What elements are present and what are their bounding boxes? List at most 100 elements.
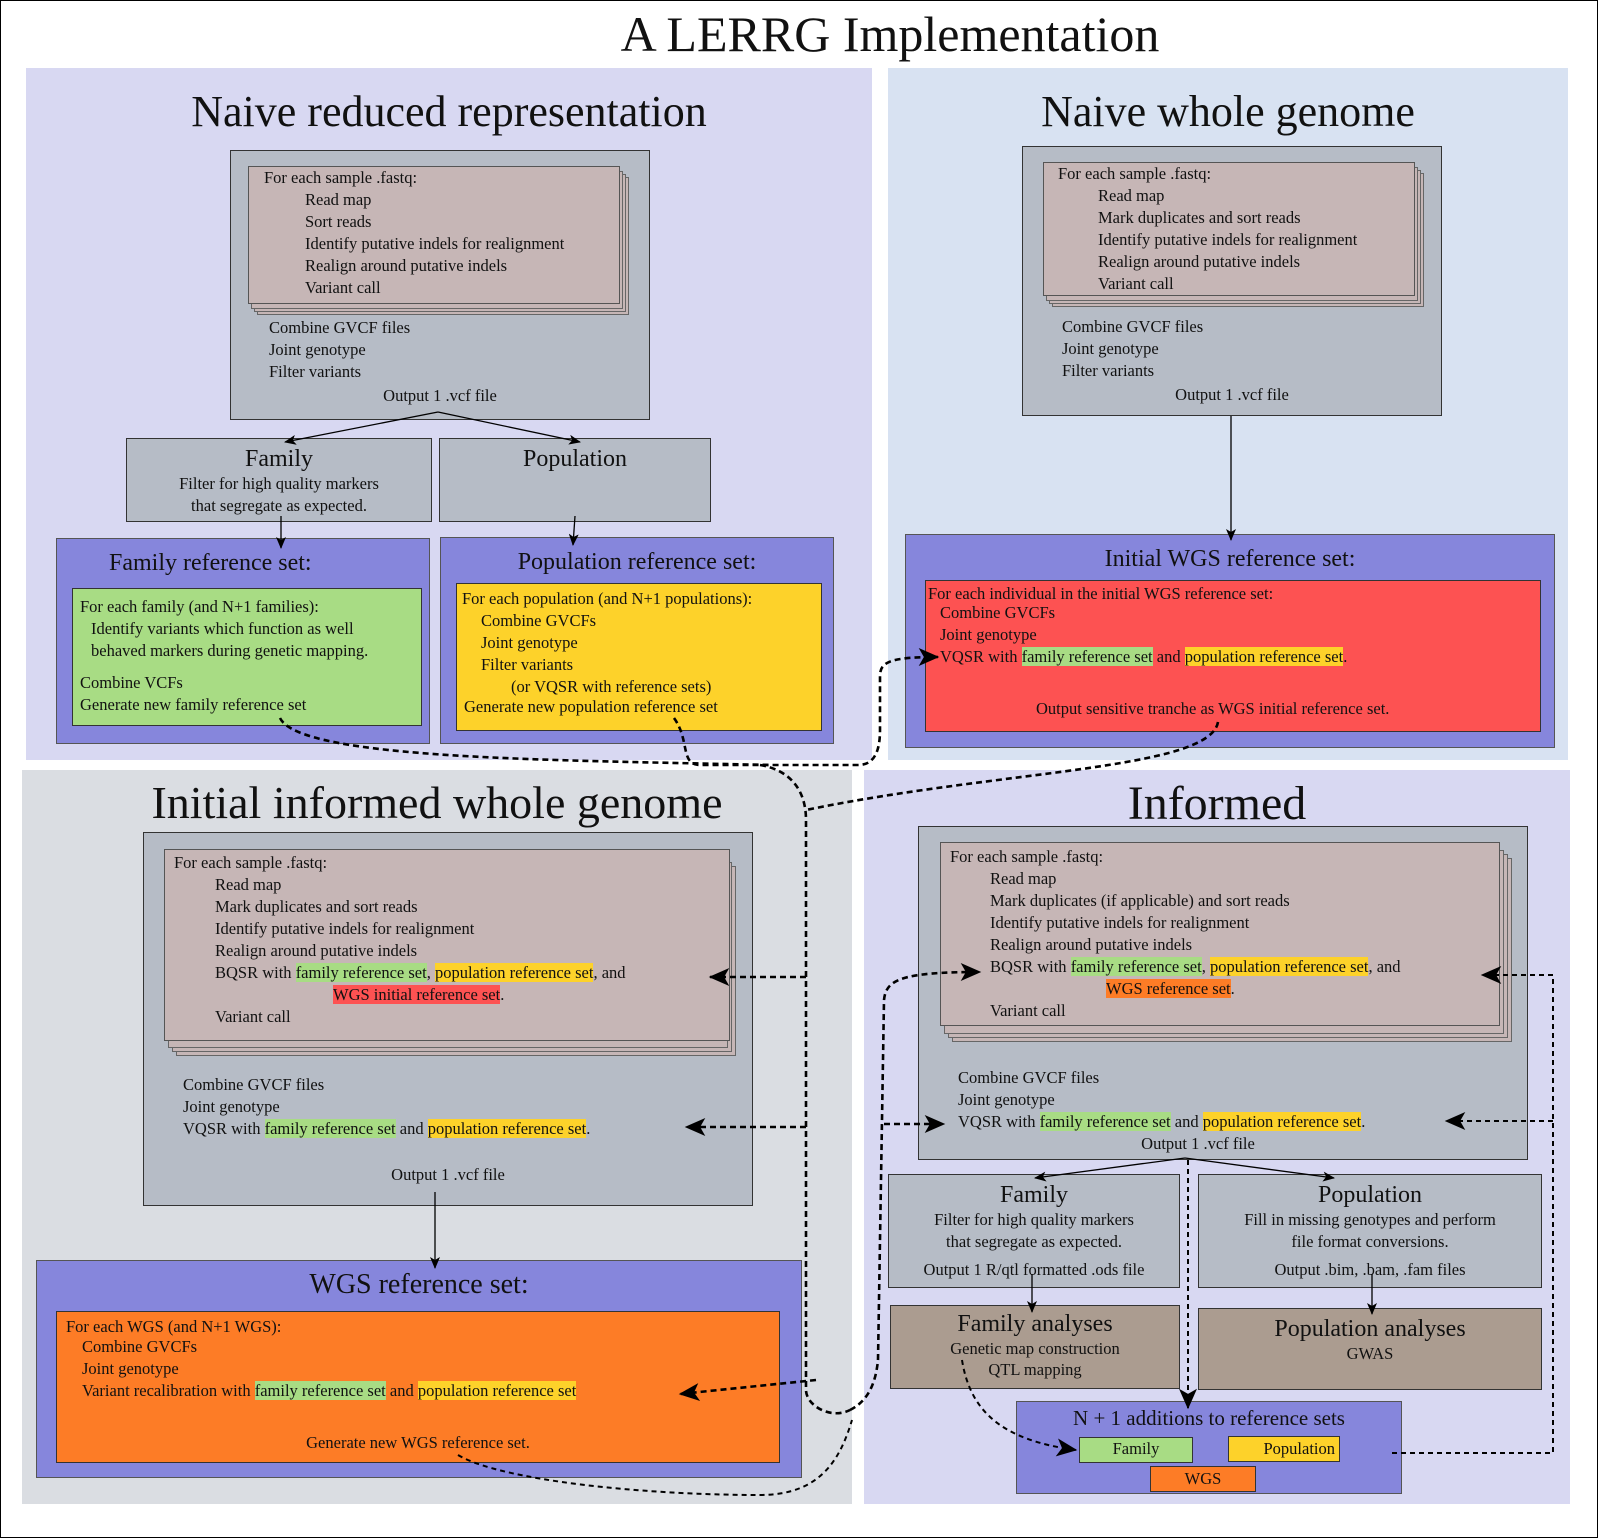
step: Mark duplicates and sort reads	[1098, 208, 1301, 227]
population-ref-highlight: population reference set	[417, 1381, 577, 1400]
text: VQSR with	[183, 1119, 265, 1138]
step: Read map	[1098, 186, 1165, 205]
step: Variant call	[305, 278, 381, 297]
informed-population-box: Population Fill in missing genotypes and…	[1198, 1174, 1542, 1288]
line: Joint genotype	[940, 625, 1037, 644]
text: and	[1170, 1112, 1203, 1131]
family-analyses-box: Family analyses Genetic map construction…	[890, 1305, 1180, 1389]
line: Filter variants	[481, 655, 574, 674]
step: Identify putative indels for realignment	[215, 919, 475, 938]
n-plus-one-wgs: WGS	[1150, 1466, 1256, 1492]
figure-title: A LERRG Implementation	[620, 6, 1160, 62]
line: Joint genotype	[82, 1359, 179, 1378]
desc-line: that segregate as expected.	[191, 496, 367, 515]
step: Mark duplicates (if applicable) and sort…	[990, 891, 1290, 910]
stack-header: For each sample .fastq:	[950, 847, 1104, 866]
refset-header: For each WGS (and N+1 WGS):	[66, 1317, 282, 1336]
bqsr-line: BQSR with family reference set, populati…	[215, 962, 626, 984]
line: Combine GVCFs	[481, 611, 597, 630]
step: Variant call	[215, 1007, 291, 1026]
analyses-title: Family analyses	[957, 1311, 1113, 1337]
line: Combine GVCFs	[82, 1337, 198, 1356]
family-box-desc: Filter for high quality markers that seg…	[889, 1209, 1179, 1281]
step: Joint genotype	[1062, 339, 1159, 358]
n-plus-one-family: Family	[1079, 1437, 1193, 1463]
desc-line: Fill in missing genotypes and perform	[1244, 1210, 1496, 1229]
refset-title: WGS reference set:	[309, 1269, 529, 1300]
step: Mark duplicates and sort reads	[215, 897, 418, 916]
family-ref-highlight: family reference set	[295, 963, 427, 982]
population-box-desc: Fill in missing genotypes and perform fi…	[1199, 1209, 1541, 1281]
refset-lines: Combine GVCFs Joint genotype Filter vari…	[481, 610, 711, 698]
recal-line: Variant recalibration with family refere…	[82, 1380, 577, 1402]
refset-title: Population reference set:	[517, 549, 757, 575]
bqsr-line-2: WGS reference set.	[990, 978, 1401, 1000]
post-steps: Combine GVCF files Joint genotype VQSR w…	[183, 1074, 590, 1140]
step: Joint genotype	[269, 340, 366, 359]
step: Realign around putative indels	[1098, 252, 1301, 271]
step: Joint genotype	[958, 1090, 1055, 1109]
refset-footer: Generate new population reference set	[464, 697, 718, 716]
refset-footer: Output sensitive tranche as WGS initial …	[1036, 699, 1390, 718]
text: and	[1152, 647, 1185, 666]
population-box-title: Population	[522, 446, 627, 472]
line: Combine VCFs	[80, 673, 183, 692]
refset-lines: Combine GVCFs Joint genotype Variant rec…	[82, 1336, 577, 1402]
bqsr-line-2: WGS initial reference set.	[215, 984, 626, 1006]
desc-line: file format conversions.	[1291, 1232, 1449, 1251]
refset-title: Family reference set:	[109, 550, 312, 576]
step: Variant call	[990, 1001, 1066, 1020]
n-plus-one-title: N + 1 additions to reference sets	[1073, 1406, 1345, 1430]
sample-stack	[164, 849, 730, 1041]
step: Realign around putative indels	[215, 941, 418, 960]
family-box-title: Family	[999, 1182, 1068, 1208]
text: .	[1230, 979, 1235, 998]
step: Realign around putative indels	[305, 256, 508, 275]
text: .	[1361, 1112, 1366, 1131]
text: ,	[426, 963, 435, 982]
text: BQSR with	[215, 963, 296, 982]
stack-steps: Read map Mark duplicates and sort reads …	[215, 874, 626, 1028]
line: behaved markers during genetic mapping.	[91, 641, 369, 660]
text: and	[395, 1119, 428, 1138]
family-ref-highlight: family reference set	[254, 1381, 386, 1400]
bqsr-line: BQSR with family reference set, populati…	[990, 956, 1401, 978]
family-box-desc: Filter for high quality markers that seg…	[127, 473, 431, 517]
family-refset-body	[72, 588, 422, 726]
sample-stack	[1043, 162, 1415, 296]
step: Combine GVCF files	[1062, 317, 1204, 336]
family-ref-highlight: family reference set	[1070, 957, 1202, 976]
population-analyses-box: Population analyses GWAS	[1198, 1308, 1542, 1390]
naive-rr-population-box: Population	[439, 438, 711, 522]
population-ref-highlight: population reference set	[427, 1119, 587, 1138]
vqsr-line: VQSR with family reference set and popul…	[183, 1118, 590, 1140]
text: Variant recalibration with	[82, 1381, 255, 1400]
panel-title: Naive whole genome	[1041, 87, 1415, 136]
stack-steps: Read map Mark duplicates and sort reads …	[1098, 185, 1357, 295]
step: Joint genotype	[183, 1097, 280, 1116]
step: Read map	[305, 190, 372, 209]
step: Identify putative indels for realignment	[1098, 230, 1358, 249]
sample-stack	[248, 166, 620, 304]
stack-steps: Read map Sort reads Identify putative in…	[305, 189, 564, 299]
desc-output: Output .bim, .bam, .fam files	[1274, 1260, 1466, 1279]
post-steps: Combine GVCF files Joint genotype Filter…	[1062, 316, 1203, 382]
text: VQSR with	[958, 1112, 1040, 1131]
text: VQSR with	[940, 647, 1022, 666]
text: .	[1343, 647, 1348, 666]
step: Identify putative indels for realignment	[990, 913, 1250, 932]
family-ref-highlight: family reference set	[1021, 647, 1153, 666]
step: Filter variants	[1062, 361, 1155, 380]
refset-footer: Combine VCFs Generate new family referen…	[80, 672, 306, 716]
vqsr-line: VQSR with family reference set and popul…	[940, 646, 1347, 668]
refset-header: For each family (and N+1 families):	[80, 597, 319, 616]
text: BQSR with	[990, 957, 1071, 976]
step: Read map	[990, 869, 1057, 888]
wgs-initial-ref-highlight: WGS initial reference set	[333, 985, 501, 1004]
refset-lines: Combine GVCFs Joint genotype VQSR with f…	[940, 602, 1347, 668]
output-label: Output 1 .vcf file	[1175, 385, 1289, 404]
post-steps: Combine GVCF files Joint genotype VQSR w…	[958, 1067, 1365, 1133]
panel-title: Initial informed whole genome	[151, 777, 723, 828]
naive-rr-family-box: Family Filter for high quality markers t…	[126, 438, 432, 522]
line: Joint genotype	[481, 633, 578, 652]
